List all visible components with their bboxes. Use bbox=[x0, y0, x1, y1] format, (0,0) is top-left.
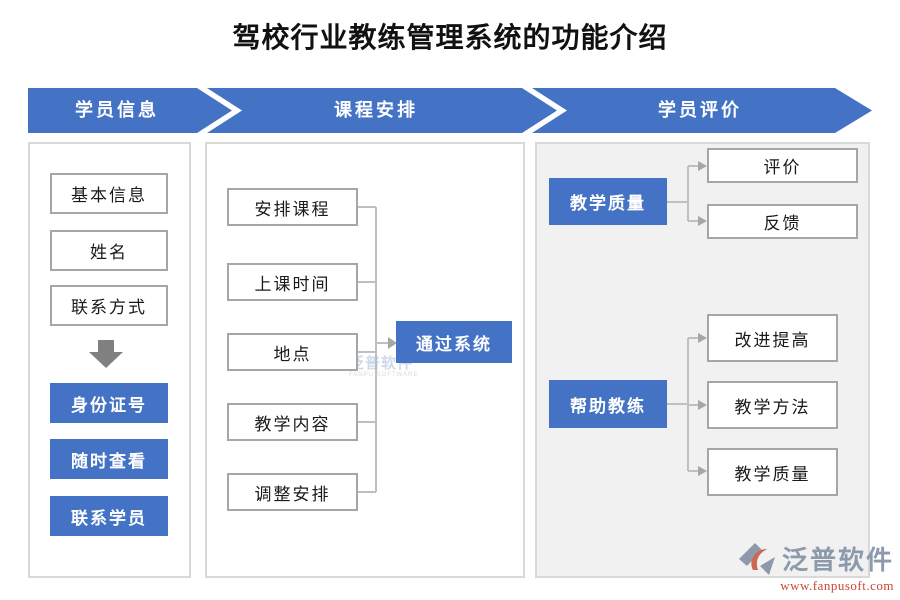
watermark-subtext: FANPU SOFTWARE bbox=[349, 372, 419, 378]
box-feedback: 反馈 bbox=[707, 204, 858, 239]
box-view-anytime: 随时查看 bbox=[50, 439, 168, 479]
fanpu-logo: 泛普软件 www.fanpusoft.com bbox=[738, 542, 894, 594]
box-contact-method: 联系方式 bbox=[50, 285, 168, 326]
header-course-schedule: 课程安排 bbox=[334, 100, 418, 120]
box-contact-student: 联系学员 bbox=[50, 496, 168, 536]
fanpu-logo-url[interactable]: www.fanpusoft.com bbox=[780, 578, 894, 593]
fanpu-logo-icon bbox=[738, 543, 775, 575]
box-name: 姓名 bbox=[50, 230, 168, 271]
box-help-coach: 帮助教练 bbox=[549, 380, 667, 428]
box-teaching-content: 教学内容 bbox=[227, 403, 358, 441]
box-location: 地点 bbox=[227, 333, 358, 371]
box-arrange-course: 安排课程 bbox=[227, 188, 358, 226]
box-teaching-quality-target: 教学质量 bbox=[707, 448, 838, 496]
box-adjust-schedule: 调整安排 bbox=[227, 473, 358, 511]
header-student-info: 学员信息 bbox=[75, 100, 159, 120]
box-evaluation: 评价 bbox=[707, 148, 858, 183]
box-teaching-quality-source: 教学质量 bbox=[549, 178, 667, 225]
box-class-time: 上课时间 bbox=[227, 263, 358, 301]
fanpu-logo-name: 泛普软件 bbox=[781, 545, 894, 575]
box-teaching-method: 教学方法 bbox=[707, 381, 838, 429]
box-id-number: 身份证号 bbox=[50, 383, 168, 423]
box-via-system: 通过系统 bbox=[396, 321, 512, 363]
page-title: 驾校行业教练管理系统的功能介绍 bbox=[232, 23, 668, 54]
header-student-evaluation: 学员评价 bbox=[658, 100, 742, 120]
box-improve: 改进提高 bbox=[707, 314, 838, 362]
box-basic-info: 基本信息 bbox=[50, 173, 168, 214]
